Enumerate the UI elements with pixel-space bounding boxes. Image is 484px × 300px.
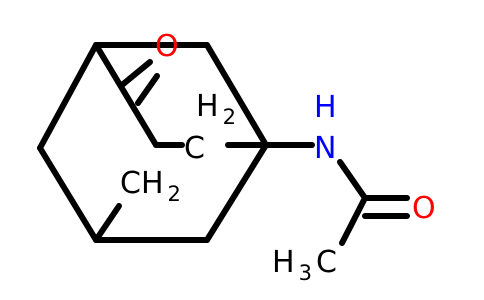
ch2-lower-ch: CH [120,166,164,201]
bond-c3-ch2-lower [93,203,122,243]
methyl-h: H [272,245,295,280]
bond-co-ch3 [339,195,368,246]
ketone-oxygen-label: O [155,29,179,64]
ch2-upper-label: H 2 C [184,89,240,166]
amide-oxygen-label: O [412,191,436,226]
methyl-c: C [316,245,337,280]
ketone-bond-line-2 [135,73,160,106]
ch2-upper-c: C [184,131,205,166]
ketone-double-bond [119,59,160,106]
amide-nh-h-label: H [314,90,337,125]
bond-c5-c6 [204,42,269,148]
ketone-bond-line-1 [119,59,153,88]
cage-bonds [37,42,269,243]
amide-nitrogen-label: N [314,131,336,166]
bond-n-co [337,159,368,201]
bond-c2-c3 [37,145,99,243]
methyl-h-count: 3 [299,261,312,285]
ch2-upper-h-count: 2 [223,105,236,129]
bond-c4-c5 [204,142,269,243]
methyl-label: H 3 C [272,245,337,285]
ch2-upper-h: H [196,89,219,124]
bond-c1-c2 [37,42,99,151]
ch2-lower-count: 2 [168,182,181,206]
amide-bonds [263,142,410,246]
bond-c1-c8 [93,42,159,148]
ch2-lower-label: CH 2 [120,166,181,206]
